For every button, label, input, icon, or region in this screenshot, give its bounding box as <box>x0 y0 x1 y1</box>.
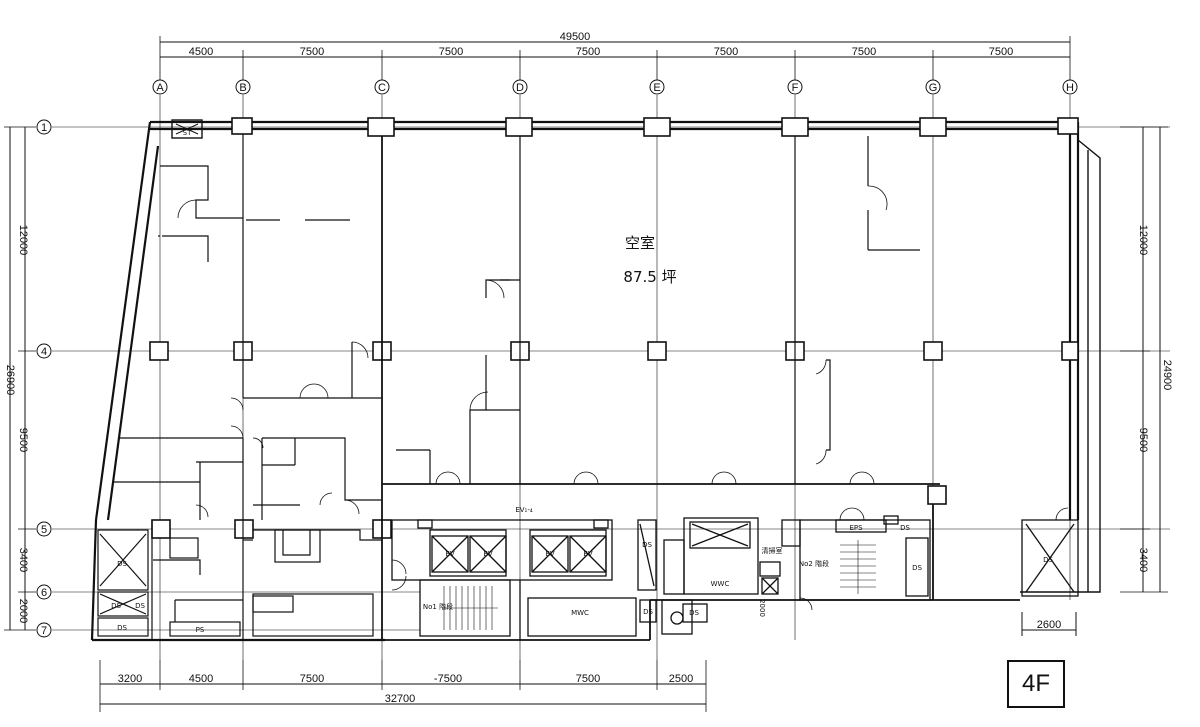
grid-col-label: D <box>516 82 524 94</box>
cleaning-room-label: 清掃室 <box>762 546 783 555</box>
left-span-dim: 9500 <box>17 428 29 452</box>
ev-label: EV <box>545 550 554 558</box>
grid-col-label: C <box>378 82 386 94</box>
ds-label: DS <box>900 524 910 532</box>
bottom-span-dim: 2500 <box>669 673 693 685</box>
bottom-span-dim: -7500 <box>434 673 462 685</box>
left-span-dim: 2000 <box>17 599 29 623</box>
grid-col-label: H <box>1066 82 1074 94</box>
bottom-span-dim: 3200 <box>118 673 142 685</box>
right-span-dim: 3400 <box>1137 548 1149 572</box>
ev-label: EV <box>583 550 592 558</box>
stair1-label: No1 階段 <box>423 602 453 611</box>
grid-col-label: A <box>156 82 164 94</box>
ds-label: DS <box>135 602 145 610</box>
bottom-total-dim: 32700 <box>385 693 416 705</box>
top-span-dim: 7500 <box>300 46 324 58</box>
grid-row-label: 5 <box>41 524 47 536</box>
stair2-label: No2 階段 <box>799 559 829 568</box>
wwc-label: WWC <box>711 580 730 588</box>
right-span-dim: 12000 <box>1137 225 1149 256</box>
grid-col-label: G <box>929 82 938 94</box>
ds-label: DS <box>117 624 127 632</box>
bottom-span-dim: 4500 <box>189 673 213 685</box>
bottom-right-dim: 2600 <box>1037 619 1061 631</box>
ds-label: DS <box>643 608 653 616</box>
right-span-dim: 9500 <box>1137 428 1149 452</box>
top-span-dim: 7500 <box>989 46 1013 58</box>
st-label: ST <box>183 129 192 137</box>
vacancy-title: 空室 <box>625 234 655 252</box>
grid-row-label: 6 <box>41 587 47 599</box>
right-total-dim: 24900 <box>1161 360 1173 391</box>
grid-row-label: 1 <box>41 122 47 134</box>
ds-label: DS <box>1043 556 1053 564</box>
top-span-dim: 7500 <box>576 46 600 58</box>
ds-label: DS <box>117 560 127 568</box>
bottom-span-dim: 7500 <box>300 673 324 685</box>
top-span-dim: 7500 <box>714 46 738 58</box>
ev-hall-label: EV₁-₄ <box>515 506 533 514</box>
grid-col-label: B <box>239 82 246 94</box>
dim-2000-label: 2000 <box>758 599 766 617</box>
top-span-dim: 4500 <box>189 46 213 58</box>
ds-label: DS <box>642 541 652 549</box>
eps-label: EPS <box>849 524 863 532</box>
bottom-span-dim: 7500 <box>576 673 600 685</box>
left-span-dim: 12000 <box>17 225 29 256</box>
left-total-dim: 26900 <box>4 365 16 396</box>
grid-row-label: 7 <box>41 625 47 637</box>
grid-row-label: 4 <box>41 346 47 358</box>
left-span-dim: 3400 <box>17 548 29 572</box>
grid-col-label: E <box>653 82 660 94</box>
ds-label: DS <box>912 564 922 572</box>
ev-label: EV <box>483 550 492 558</box>
ev-label: EV <box>445 550 454 558</box>
vacancy-area: 87.5 坪 <box>623 268 676 286</box>
ps-label: PS <box>196 626 205 634</box>
ds-label: DS <box>111 602 121 610</box>
grid-col-label: F <box>792 82 799 94</box>
mwc-label: MWC <box>571 609 589 617</box>
top-span-dim: 7500 <box>439 46 463 58</box>
top-span-dim: 7500 <box>852 46 876 58</box>
top-total-dim: 49500 <box>560 31 591 43</box>
floor-label: 4F <box>1007 660 1065 708</box>
ds-label: DS <box>689 609 699 617</box>
